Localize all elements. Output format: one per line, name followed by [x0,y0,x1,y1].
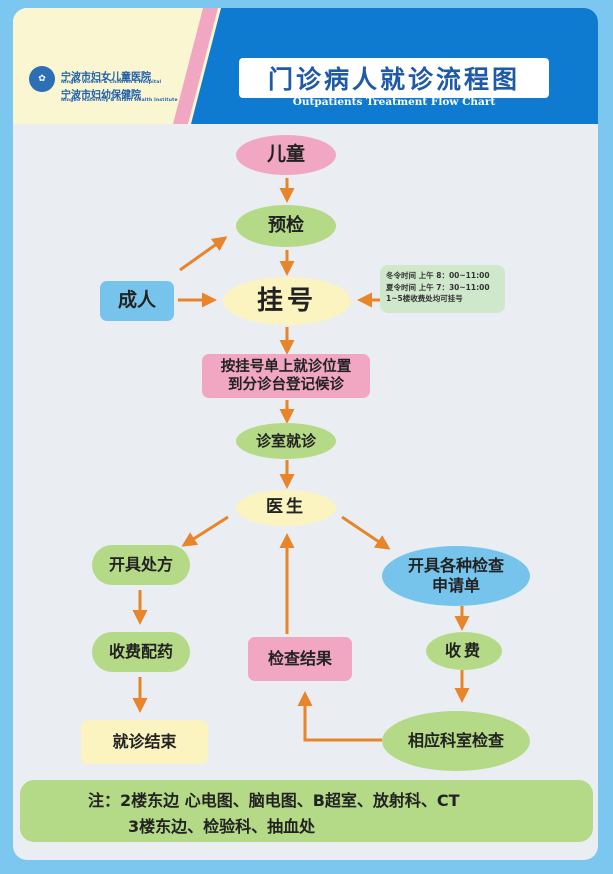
hospital-name-2: 宁波市妇幼保健院 [61,90,141,101]
node-doctor: 医生 [236,490,336,526]
node-exam-request: 开具各种检查 申请单 [382,546,530,606]
node-go-to-clinic-line2: 到分诊台登记候诊 [228,377,344,393]
hours-winter: 冬令时间 上午 8：00~11:00 [386,271,490,280]
hours-payment-floors: 1~5楼收费处均可挂号 [386,294,463,304]
header-stripe-pink [173,8,218,124]
page-subtitle: Outpatients Treatment Flow Chart [292,96,496,108]
node-child: 儿童 [236,135,336,175]
floor-footnote: 注：2楼东边 心电图、脑电图、B超室、放射科、CT 3楼东边、检验科、抽血处 [20,780,593,842]
registration-hours-note: 冬令时间 上午 8：00~11:00 夏令时间 上午 7：30~11:00 1~… [380,265,505,313]
hospital-name-1-en: Ningbo Women & Children's Hospital [61,80,162,85]
node-end: 就诊结束 [81,720,208,764]
node-adult: 成人 [100,281,174,321]
page-title: 门诊病人就诊流程图 [239,58,549,98]
hospital-name-1: 宁波市妇女儿童医院 [61,72,151,83]
node-register: 挂号 [223,277,351,325]
node-consult-room: 诊室就诊 [236,423,336,459]
node-go-to-clinic: 按挂号单上就诊位置 到分诊台登记候诊 [202,354,370,398]
arrow-doctor-to-prescription [181,515,229,547]
node-exam-request-line2: 申请单 [431,576,480,595]
node-exam-request-line1: 开具各种检查 [407,556,504,575]
arrow-dept-exam-to-result [297,691,382,742]
arrow-doctor-to-exam-request [341,515,391,550]
arrow-adult-to-precheck [179,236,228,272]
footnote-line2: 3楼东边、检验科、抽血处 [128,817,316,836]
node-exam-result: 检查结果 [248,637,352,681]
hospital-logo-icon: ✿ [29,66,55,92]
node-dept-exam: 相应科室检查 [382,711,530,771]
node-pay: 收费 [426,632,502,670]
node-pay-medicine: 收费配药 [92,632,190,672]
node-go-to-clinic-line1: 按挂号单上就诊位置 [220,358,352,375]
footnote-line1: 注：2楼东边 心电图、脑电图、B超室、放射科、CT [88,791,460,810]
node-precheck: 预检 [236,205,336,247]
hours-summer: 夏令时间 上午 7：30~11:00 [386,282,490,292]
node-prescription: 开具处方 [92,545,190,585]
hospital-name-2-en: Ningbo Maternity & Infant Health Institu… [61,98,178,103]
